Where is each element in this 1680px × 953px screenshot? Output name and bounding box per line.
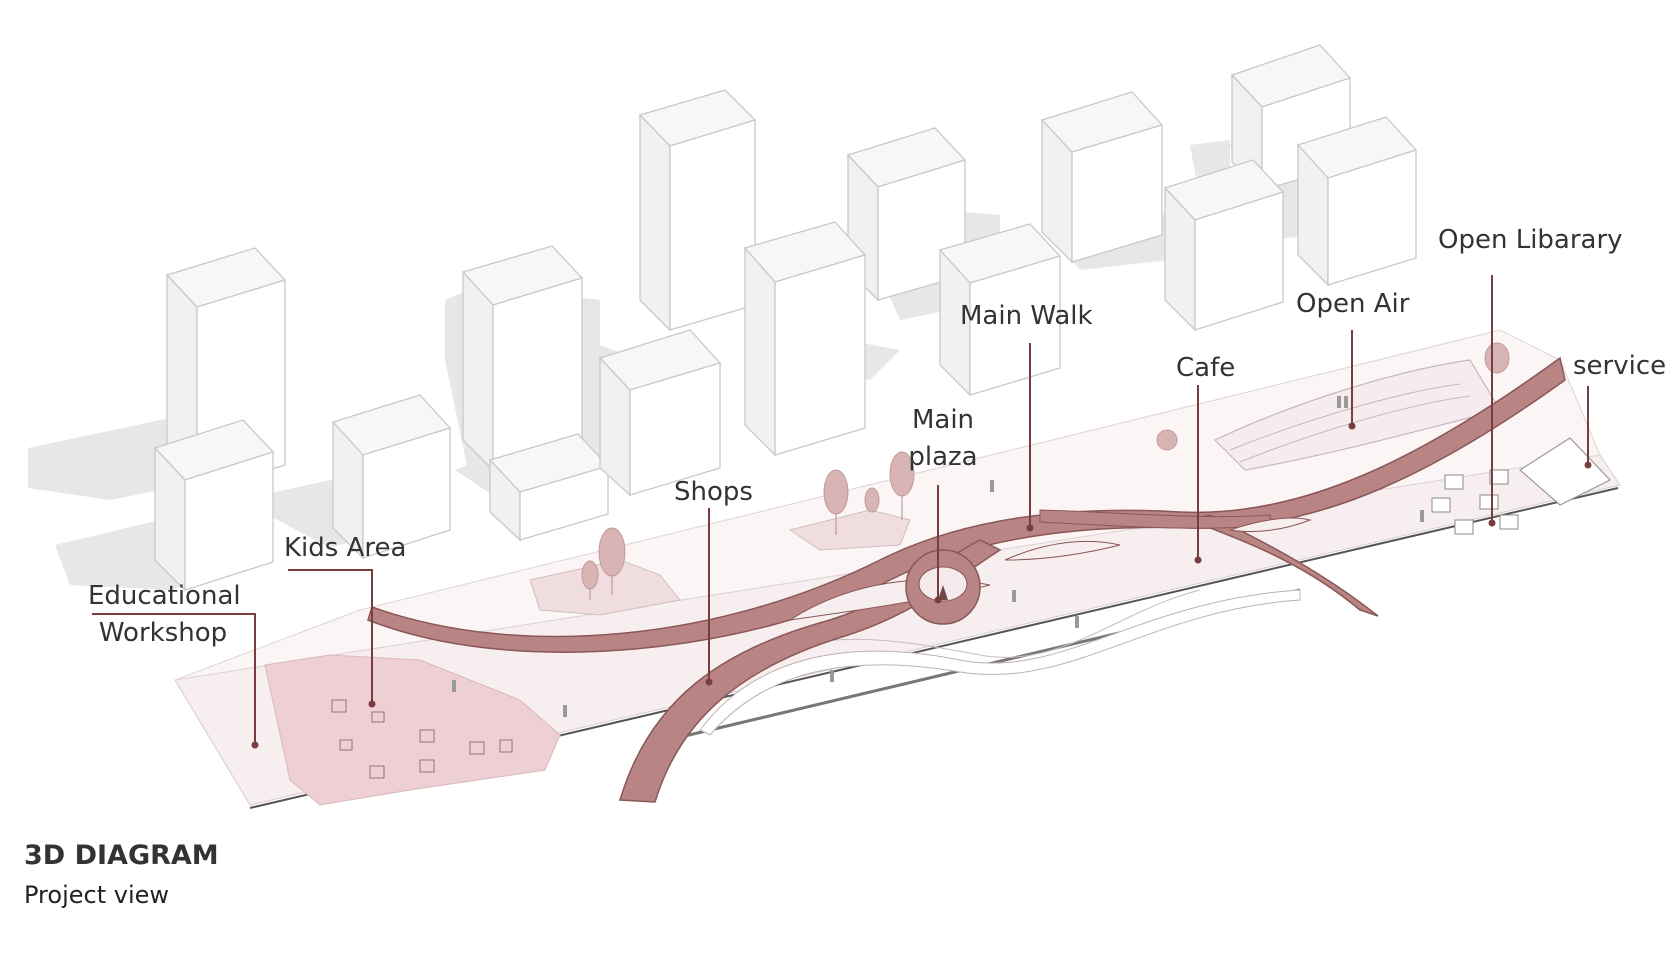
label-educational-line2: Workshop	[98, 618, 228, 648]
building	[461, 245, 584, 472]
leader-educational	[92, 613, 256, 745]
building	[331, 394, 452, 560]
trees	[581, 342, 1510, 600]
label-educational-line1: Educational	[88, 581, 241, 611]
building	[488, 433, 610, 542]
label-shops: Shops	[674, 477, 753, 507]
building	[1163, 159, 1285, 332]
open-library-kiosks	[1431, 469, 1519, 535]
service-building	[1519, 437, 1611, 506]
label-kids-area: Kids Area	[284, 533, 407, 563]
back-promenade	[174, 329, 1601, 681]
caption-subtitle: Project view	[24, 881, 170, 909]
kids-play-equipment	[331, 699, 513, 779]
building	[743, 221, 867, 457]
main-plaza-core	[918, 566, 968, 602]
caption-title: 3D DIAGRAM	[24, 840, 219, 871]
leader-lines	[92, 275, 1589, 745]
building	[1040, 91, 1164, 264]
building	[598, 329, 722, 497]
label-cafe: Cafe	[1176, 353, 1236, 383]
building	[938, 223, 1062, 397]
buildings	[153, 44, 1418, 592]
leader-kids	[288, 569, 373, 704]
main-walkway	[367, 356, 1566, 803]
label-educational-workshop: Educational Workshop	[88, 578, 241, 652]
building	[638, 89, 757, 332]
building	[153, 419, 275, 592]
label-main-walk: Main Walk	[960, 301, 1093, 331]
label-main-plaza: Main plaza	[898, 402, 988, 476]
walkway-lower-arm	[619, 539, 1002, 803]
building	[1296, 116, 1418, 287]
label-main-plaza-line1: Main	[911, 405, 975, 435]
label-open-library: Open Libarary	[1438, 225, 1623, 255]
lower-terrace	[699, 589, 1301, 736]
label-main-plaza-line2: plaza	[908, 442, 978, 472]
label-open-air: Open Air	[1296, 289, 1410, 319]
leader-dots	[251, 422, 1592, 749]
label-service: service	[1573, 351, 1667, 381]
lawn-mid	[788, 509, 911, 551]
kids-area-ground	[264, 654, 561, 806]
